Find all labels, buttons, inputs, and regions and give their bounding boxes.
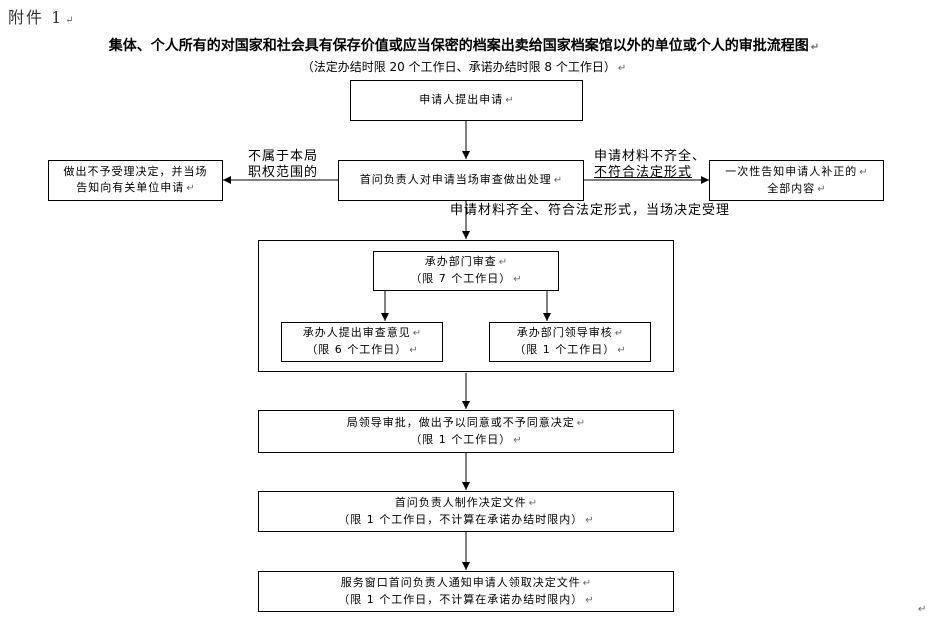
box-dept-review: 承办部门审查↵ （限 7 个工作日）↵ (373, 251, 559, 291)
attachment-label: 附件 1↵ (8, 8, 74, 27)
page-subtitle: （法定办结时限 20 个工作日、承诺办结时限 8 个工作日）↵ (301, 60, 627, 74)
box-apply: 申请人提出申请↵ (350, 80, 583, 121)
box-reviewer-opinion: 承办人提出审查意见↵ （限 6 个工作日）↵ (281, 322, 443, 362)
page-title: 集体、个人所有的对国家和社会具有保存价值或应当保密的档案出卖给国家档案馆以外的单… (108, 38, 820, 54)
label-not-in-scope-line2: 职权范围的 (248, 165, 319, 180)
box-reject: 做出不予受理决定，并当场 告知向有关单位申请↵ (48, 160, 223, 201)
box-make-document: 首问负责人制作决定文件↵ （限 1 个工作日，不计算在承诺办结时限内）↵ (258, 491, 674, 532)
box-bureau-approval: 局领导审批，做出予以同意或不予同意决定↵ （限 1 个工作日）↵ (258, 410, 674, 453)
box-dept-leader: 承办部门领导审核↵ （限 1 个工作日）↵ (489, 322, 651, 362)
label-incomplete-line1: 申请材料不齐全、 (594, 149, 707, 164)
box-inform: 一次性告知申请人补正的↵ 全部内容↵ (709, 160, 884, 201)
label-incomplete-line2: 不符合法定形式 (594, 165, 693, 180)
label-complete-accept: 申请材料齐全、符合法定形式，当场决定受理 (450, 203, 731, 218)
label-not-in-scope-line1: 不属于本局 (248, 149, 319, 164)
box-first-review: 首问负责人对申请当场审查做出处理↵ (338, 160, 584, 201)
dept-processing-frame (258, 240, 674, 372)
box-notify: 服务窗口首问负责人通知申请人领取决定文件↵ （限 1 个工作日，不计算在承诺办结… (258, 571, 674, 612)
paragraph-mark: ↵ (918, 604, 927, 615)
